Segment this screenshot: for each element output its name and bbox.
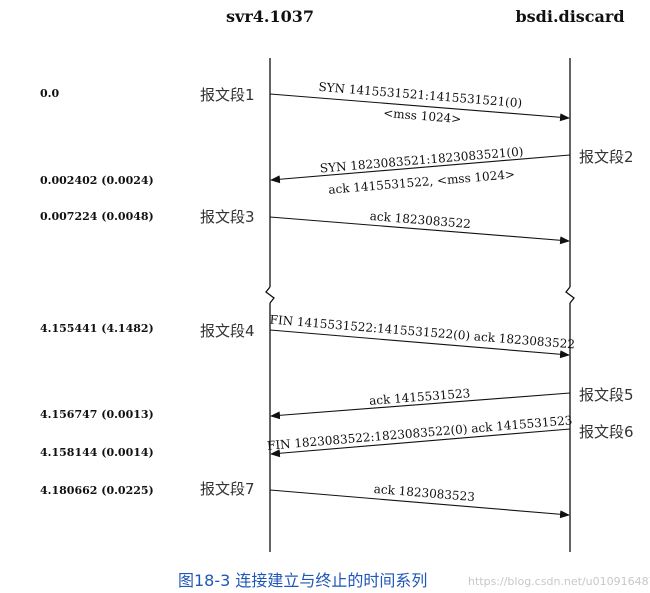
time-label: 0.002402 (0.0024) bbox=[40, 174, 154, 187]
left-host-label: svr4.1037 bbox=[226, 7, 314, 26]
left-timeline bbox=[265, 58, 275, 552]
segment-arrow-2 bbox=[270, 154, 571, 184]
segment-label-5: 报文段5 bbox=[579, 386, 634, 404]
segment-arrow-5 bbox=[270, 392, 571, 420]
right-host-label: bsdi.discard bbox=[515, 7, 624, 26]
time-label: 0.007224 (0.0048) bbox=[40, 210, 154, 223]
watermark: https://blog.csdn.net/u010916487 bbox=[468, 575, 650, 588]
segment-5: 报文段5 ack 1415531523 bbox=[270, 386, 634, 420]
segment-1: 报文段1 SYN 1415531521:1415531521(0) <mss 1… bbox=[200, 80, 570, 126]
segment-6: 报文段6 FIN 1823083522:1823083522(0) ack 14… bbox=[266, 413, 634, 458]
time-label: 4.158144 (0.0014) bbox=[40, 446, 154, 459]
time-label: 4.155441 (4.1482) bbox=[40, 322, 154, 335]
segment-3: 报文段3 ack 1823083522 bbox=[200, 208, 570, 245]
segment-arrow-7 bbox=[269, 489, 570, 519]
segment-label-2: 报文段2 bbox=[579, 148, 634, 166]
time-label: 0.0 bbox=[40, 87, 59, 100]
segment-2: 报文段2 SYN 1823083521:1823083521(0) ack 14… bbox=[270, 144, 634, 197]
segment-label-7: 报文段7 bbox=[200, 480, 255, 498]
segment-arrow-4 bbox=[269, 329, 570, 359]
segment-text-3: ack 1823083522 bbox=[369, 209, 471, 231]
segment-label-3: 报文段3 bbox=[200, 208, 255, 226]
segment-7: 报文段7 ack 1823083523 bbox=[200, 480, 570, 519]
segment-4: 报文段4 FIN 1415531522:1415531522(0) ack 18… bbox=[200, 312, 576, 359]
segment-label-6: 报文段6 bbox=[579, 423, 634, 441]
segment-arrow-1 bbox=[269, 93, 570, 122]
segment-label-4: 报文段4 bbox=[200, 322, 255, 340]
figure-caption: 图18-3 连接建立与终止的时间系列 bbox=[178, 571, 427, 590]
segment-text-4: FIN 1415531522:1415531522(0) ack 1823083… bbox=[269, 312, 575, 351]
segment-arrow-6 bbox=[270, 428, 571, 458]
segment-text-1b: <mss 1024> bbox=[383, 106, 462, 126]
segment-arrow-3 bbox=[269, 216, 570, 245]
time-label: 4.156747 (0.0013) bbox=[40, 408, 154, 421]
segment-label-1: 报文段1 bbox=[200, 86, 255, 104]
time-label: 4.180662 (0.0225) bbox=[40, 484, 154, 497]
right-timeline bbox=[565, 58, 575, 552]
segment-text-7: ack 1823083523 bbox=[373, 482, 475, 504]
